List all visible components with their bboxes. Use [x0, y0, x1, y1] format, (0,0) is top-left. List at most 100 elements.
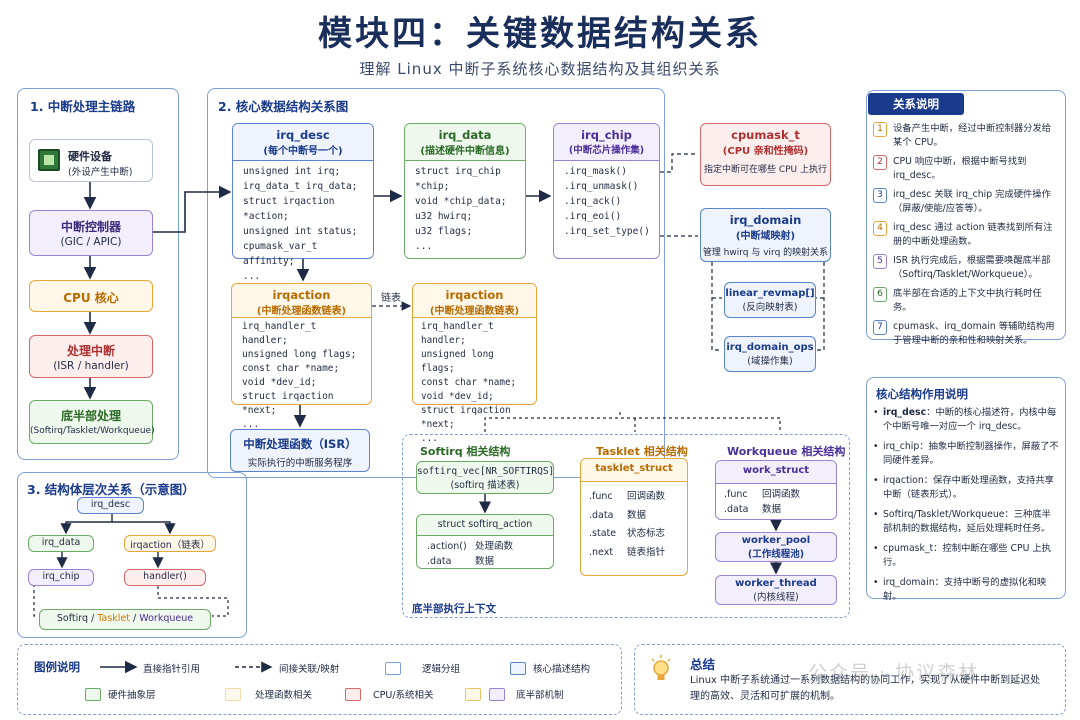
hardware-device-box: 硬件设备 (外设产生中断): [29, 139, 153, 182]
linear-revmap-box: linear_revmap[] (反向映射表): [724, 282, 816, 318]
hier-handler: handler(): [124, 569, 206, 586]
workqueue-title: Workqueue 相关结构: [727, 445, 846, 458]
isr-name: 中断处理函数（ISR）: [243, 437, 357, 451]
link-label: 链表: [381, 293, 401, 304]
softirq-action-box: struct softirq_action .action()处理函数 .dat…: [416, 514, 554, 569]
chain-title: 1. 中断处理主链路: [30, 99, 136, 114]
irq-desc-sub: (每个中断号一个): [263, 146, 343, 157]
worker-thread-box: worker_thread (内核线程): [715, 575, 837, 605]
bh-caption: 底半部执行上下文: [412, 603, 496, 615]
irq-chip-name: irq_chip: [581, 128, 632, 142]
irq-data-name: irq_data: [438, 128, 492, 142]
irq-chip-sub: (中断芯片操作集): [568, 145, 645, 156]
relations-header: 关系说明: [868, 93, 964, 115]
irqaction-name: irqaction: [272, 288, 331, 302]
role-item: •Softirq/Tasklet/Workqueue：三种底半部机制的数据结构，…: [873, 509, 1051, 534]
hier-desc-label: irq_desc: [90, 499, 131, 510]
isr-box: 中断处理函数（ISR） 实际执行的中断服务程序: [230, 429, 370, 472]
roles-list: •irq_desc：中断的核心描述符，内核中每个中断号唯一对应一个 irq_de…: [873, 406, 1059, 610]
relations-title: 关系说明: [893, 97, 939, 111]
irq-domain-desc: 管理 hwirq 与 virq 的映射关系: [702, 248, 829, 258]
irqaction-field: unsigned long flags;: [421, 349, 494, 374]
irqaction-field: const char *name;: [242, 363, 340, 374]
irq-desc-field: cpumask_var_t affinity;: [243, 241, 318, 267]
hier-irq-chip: irq_chip: [28, 569, 94, 586]
isr-sub: (ISR / handler): [53, 360, 129, 372]
irq-chip-op: .irq_ack(): [564, 196, 622, 207]
page-title: 模块四：关键数据结构关系: [318, 14, 762, 54]
irq-domain-ops-box: irq_domain_ops (域操作集): [724, 336, 816, 372]
hw-title: 硬件设备: [68, 150, 112, 163]
irq-domain-box: irq_domain (中断域映射) 管理 hwirq 与 virq 的映射关系: [700, 208, 831, 262]
hier-data-label: irq_data: [41, 537, 81, 548]
irq-desc-field: struct irqaction *action;: [243, 196, 335, 222]
watermark: 公众号 · 协议森林: [808, 662, 980, 684]
hier-irq-desc: irq_desc: [77, 497, 144, 514]
irq-chip-op: .irq_unmask(): [564, 181, 639, 192]
hier-irq-data: irq_data: [28, 535, 94, 552]
role-item: •irq_desc：中断的核心描述符，内核中每个中断号唯一对应一个 irq_de…: [873, 407, 1057, 432]
softirq-vec-box: softirq_vec[NR_SOFTIRQS] (softirq 描述表): [416, 461, 554, 494]
hier-action-label: irqaction（链表）: [130, 540, 210, 551]
worker-thread-name: worker_thread: [735, 578, 817, 589]
ctrl-title: 中断控制器: [60, 220, 121, 234]
irq-data-sub: (描述硬件中断信息): [420, 146, 510, 157]
cpu-core-box: CPU 核心: [29, 280, 153, 312]
roles-panel: [866, 377, 1066, 599]
summary-text: Linux 中断子系统通过一系列数据结构的协同工作，实现了从硬件中断到延迟处理的…: [690, 675, 1041, 702]
irqaction-field: void *dev_id;: [421, 391, 494, 402]
irqaction-field: irq_handler_t handler;: [421, 321, 494, 346]
irqaction-sub: (中断处理函数链表): [429, 306, 520, 317]
lightbulb-icon: [650, 655, 672, 685]
irq-chip-box: irq_chip (中断芯片操作集) .irq_mask() .irq_unma…: [553, 123, 660, 259]
irqaction-field: struct irqaction *next;: [421, 405, 511, 430]
irq-chip-op: .irq_eoi(): [564, 211, 622, 222]
irqaction-field: void *dev_id;: [242, 377, 317, 388]
core-title: 2. 核心数据结构关系图: [218, 99, 349, 114]
worker-pool-box: worker_pool (工作线程池): [715, 532, 837, 562]
tasklet-struct-name: tasklet_struct: [595, 463, 673, 474]
irq-data-field: ...: [415, 241, 433, 252]
hier-irqaction: irqaction（链表）: [124, 535, 216, 552]
revmap-sub: (反向映射表): [742, 302, 798, 313]
legend-group: 逻辑分组: [422, 664, 461, 675]
legend-group-swatch: [385, 662, 401, 675]
irqaction-field: ...: [421, 433, 438, 444]
legend-core: 核心描述结构: [533, 664, 591, 675]
hier-bottom-half: Softirq / Tasklet / Workqueue: [39, 609, 211, 630]
cpumask-box: cpumask_t (CPU 亲和性掩码) 指定中断可在哪些 CPU 上执行: [700, 123, 831, 186]
cpu-label: CPU 核心: [63, 291, 119, 305]
irq-desc-field: unsigned int irq;: [243, 166, 341, 177]
cpumask-desc: 指定中断可在哪些 CPU 上执行: [703, 165, 828, 175]
legend-cpu-swatch: [345, 688, 361, 701]
irqaction-sub: (中断处理函数链表): [256, 306, 347, 317]
legend-direct: 直接指针引用: [143, 664, 201, 675]
bottom-half-box: 底半部处理 (Softirq/Tasklet/Workqueue): [29, 400, 155, 444]
irq-domain-name: irq_domain: [729, 213, 802, 227]
isr-title: 处理中断: [66, 344, 115, 358]
irqaction-name: irqaction: [445, 288, 504, 302]
bh-panel: [402, 434, 850, 618]
bh-title: 底半部处理: [60, 409, 121, 423]
revmap-name: linear_revmap[]: [725, 288, 815, 299]
irq-desc-field: ...: [243, 271, 261, 282]
irq-data-field: struct irq_chip *chip;: [415, 166, 501, 192]
legend-title: 图例说明: [34, 660, 80, 674]
summary-title: 总结: [690, 657, 716, 672]
softirq-action-name: struct softirq_action: [437, 519, 533, 530]
roles-title: 核心结构作用说明: [876, 387, 968, 401]
tasklet-title: Tasklet 相关结构: [596, 445, 688, 458]
legend-bh-swatch-b: [489, 688, 505, 701]
hier-bottom-label: Softirq / Tasklet / Workqueue: [56, 613, 194, 624]
role-item: •irq_domain：支持中断号的虚拟化和映射。: [873, 577, 1047, 602]
irq-chip-op: .irq_mask(): [564, 166, 627, 177]
